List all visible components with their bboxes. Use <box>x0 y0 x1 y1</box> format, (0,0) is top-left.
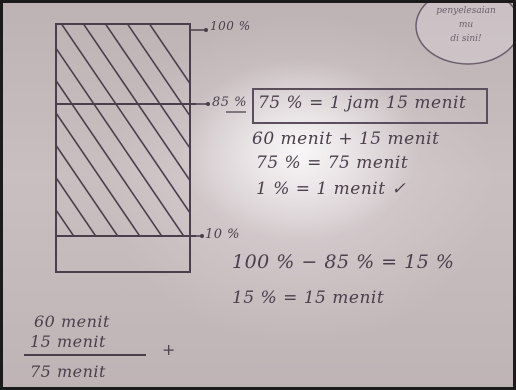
work-line-2: 75 % = 75 menit <box>256 153 409 173</box>
stamp-circle <box>415 0 516 65</box>
bar-hatching <box>56 24 190 236</box>
stamp-line: di sini! <box>450 34 482 44</box>
bar-label-10: 10 % <box>205 227 241 242</box>
bar-label-100: 100 % <box>210 19 251 33</box>
stamp-line: mu <box>458 20 474 30</box>
fraction-middle: 15 menit <box>30 332 106 351</box>
fraction-bottom: 75 menit <box>30 362 106 381</box>
work-line-1: 60 menit + 15 menit <box>252 129 440 149</box>
fraction-top: 60 menit <box>34 312 110 331</box>
work-line-3: 1 % = 1 menit ✓ <box>256 179 407 199</box>
work-line-4: 100 % − 85 % = 15 % <box>232 251 455 273</box>
work-line-5: 15 % = 15 menit <box>232 288 385 308</box>
stamp-line: penyelesaian <box>436 6 496 16</box>
fraction-operator: + <box>162 340 176 359</box>
boxed-answer-text: 75 % = 1 jam 15 menit <box>258 93 467 113</box>
stamp-text: penyelesaian mu di sini! <box>420 4 512 46</box>
boxed-answer <box>252 88 488 124</box>
bar-label-85: 85 % <box>212 95 248 110</box>
